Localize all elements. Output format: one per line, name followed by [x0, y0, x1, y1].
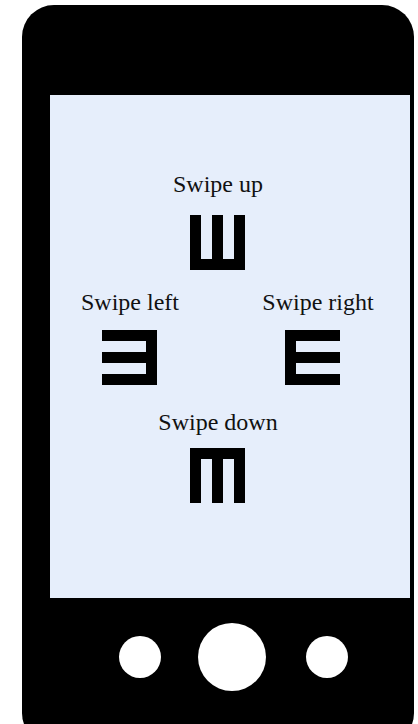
phone-button [306, 636, 348, 678]
phone-screen [50, 95, 410, 598]
home-button [198, 623, 266, 691]
instruction-label: Swipe up [173, 170, 263, 198]
instruction-label: Swipe left [81, 288, 179, 316]
phone-body [22, 5, 414, 724]
instruction-label: Swipe right [262, 288, 373, 316]
optotype-down [190, 448, 245, 503]
phone-button [119, 636, 161, 678]
optotype-left [102, 330, 157, 385]
optotype-up [190, 215, 245, 270]
instruction-label: Swipe down [158, 408, 277, 436]
optotype-right [285, 330, 340, 385]
